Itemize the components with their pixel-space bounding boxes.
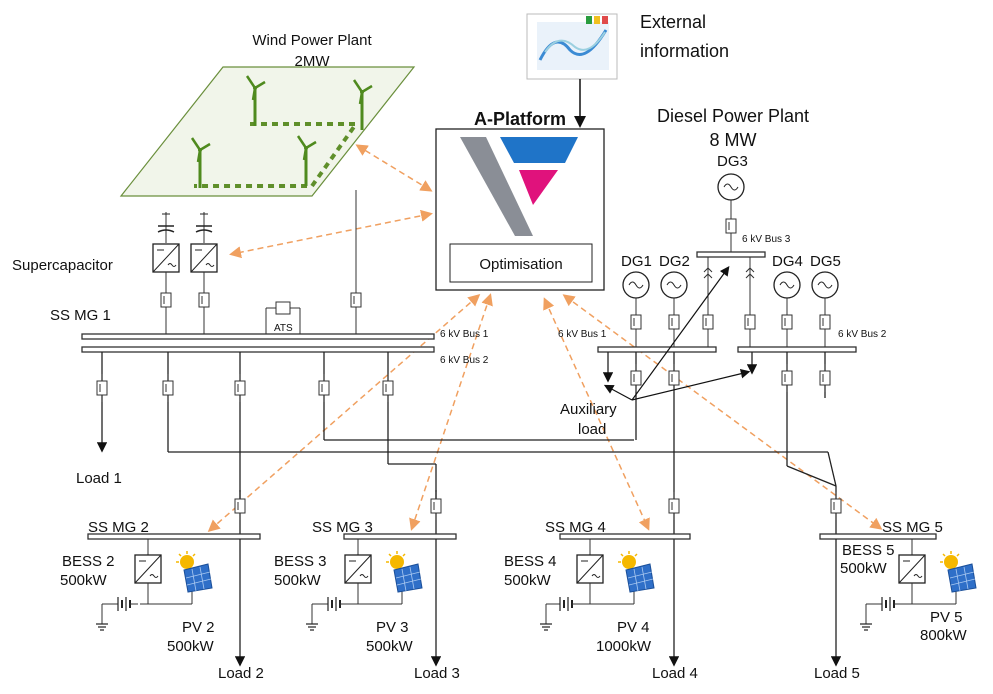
solar-panel-icon <box>175 550 213 593</box>
diesel-bus1-label: 6 kV Bus 1 <box>558 329 607 340</box>
converter-icon <box>344 554 372 584</box>
optimisation-label: Optimisation <box>479 256 562 273</box>
dg5-label: DG5 <box>810 253 841 270</box>
supercapacitor-1 <box>152 212 180 334</box>
pv2-power: 500kW <box>167 638 215 655</box>
bus3 <box>696 251 766 258</box>
solar-panel-icon <box>385 550 423 593</box>
bess3-label: BESS 3 <box>274 553 327 570</box>
mg3-label: SS MG 3 <box>312 519 373 536</box>
battery-icon <box>109 596 139 612</box>
ats-switch: ATS <box>265 301 301 334</box>
solar-panel-icon <box>939 550 977 593</box>
ats-label: ATS <box>274 323 293 334</box>
diesel-bus-2 <box>737 346 857 353</box>
dg4-label: DG4 <box>772 253 803 270</box>
ss-mg2: SS MG 2 Load 2 BESS 2 500kW PV 2 500kW <box>60 490 264 682</box>
load5-label: Load 5 <box>814 665 860 682</box>
converter-icon <box>576 554 604 584</box>
diesel-bus-1 <box>597 346 717 353</box>
bess4-power: 500kW <box>504 572 552 589</box>
ssmg1-label: SS MG 1 <box>50 307 111 324</box>
mg4-label: SS MG 4 <box>545 519 606 536</box>
battery-icon <box>873 596 903 612</box>
platform-logo-icon <box>460 137 533 236</box>
bess4-label: BESS 4 <box>504 553 557 570</box>
load3-label: Load 3 <box>414 665 460 682</box>
diesel-title: Diesel Power Plant <box>657 106 809 126</box>
external-label-1: External <box>640 12 706 32</box>
optimisation-button[interactable] <box>449 243 593 283</box>
battery-icon <box>551 596 581 612</box>
a-platform-box: A-Platform Optimisation <box>435 109 605 291</box>
converter-icon <box>134 554 162 584</box>
pv3-power: 500kW <box>366 638 414 655</box>
external-label-2: information <box>640 41 729 61</box>
ground-icon <box>95 617 109 631</box>
ground-icon <box>305 617 319 631</box>
bess2-power: 500kW <box>60 572 108 589</box>
ss-mg5: SS MG 5 Load 5 BESS 5 500kW PV 5 800kW <box>814 486 977 682</box>
platform-title: A-Platform <box>474 109 566 129</box>
ss-mg4: SS MG 4 Load 4 BESS 4 500kW PV 4 1000kW <box>504 491 698 682</box>
bess2-label: BESS 2 <box>62 553 115 570</box>
load4-label: Load 4 <box>652 665 698 682</box>
diesel-bus2-label: 6 kV Bus 2 <box>838 329 887 340</box>
load2-label: Load 2 <box>218 665 264 682</box>
ss-mg1: SS MG 1 6 kV Bus 1 6 kV Bus 2 Supercapac… <box>12 190 828 500</box>
communication-links <box>207 144 883 532</box>
dg1-label: DG1 <box>621 253 652 270</box>
pv4-label: PV 4 <box>617 619 650 636</box>
mg5-label: SS MG 5 <box>882 519 943 536</box>
aux-label-1: Auxiliary <box>560 401 617 418</box>
pv3-label: PV 3 <box>376 619 409 636</box>
ssmg1-bus1-label: 6 kV Bus 1 <box>440 329 489 340</box>
dg3-label: DG3 <box>717 153 748 170</box>
wind-plant-capacity: 2MW <box>295 53 331 70</box>
load1-label: Load 1 <box>76 470 122 487</box>
diesel-capacity: 8 MW <box>710 130 757 150</box>
pv2-label: PV 2 <box>182 619 215 636</box>
ssmg1-bus2-label: 6 kV Bus 2 <box>440 355 489 366</box>
aux-label-2: load <box>578 421 606 438</box>
battery-icon <box>319 596 349 612</box>
ss-mg3: SS MG 3 Load 3 BESS 3 500kW PV 3 500kW <box>274 490 460 682</box>
pv5-label: PV 5 <box>930 609 963 626</box>
ground-icon <box>539 617 553 631</box>
converter-icon <box>898 554 926 584</box>
supercap-label: Supercapacitor <box>12 257 113 274</box>
wind-farm: Wind Power Plant 2MW <box>119 32 416 197</box>
dg2-label: DG2 <box>659 253 690 270</box>
pv5-power: 800kW <box>920 627 968 644</box>
ground-icon <box>859 617 873 631</box>
supercapacitor-2 <box>190 212 218 334</box>
converter-icon <box>190 243 218 273</box>
diesel-plant: Diesel Power Plant 8 MW DG3 6 kV Bus 3 6… <box>558 106 887 667</box>
external-information: External information <box>526 12 729 128</box>
ssmg1-bus-2 <box>81 346 435 353</box>
bus3-label: 6 kV Bus 3 <box>742 234 791 245</box>
bess5-label: BESS 5 <box>842 542 895 559</box>
ssmg1-bus-1 <box>81 333 435 340</box>
pv4-power: 1000kW <box>596 638 652 655</box>
mg2-label: SS MG 2 <box>88 519 149 536</box>
bess5-power: 500kW <box>840 560 888 577</box>
bess3-power: 500kW <box>274 572 322 589</box>
wind-plant-title: Wind Power Plant <box>252 32 372 49</box>
converter-icon <box>152 243 180 273</box>
solar-panel-icon <box>617 550 655 593</box>
